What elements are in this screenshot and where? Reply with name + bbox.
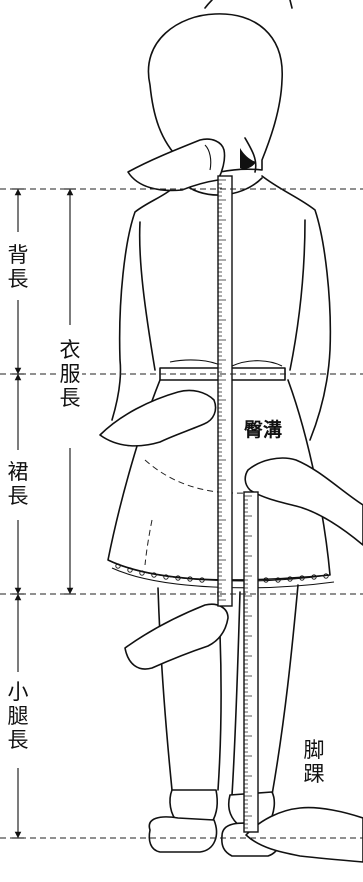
label-skirt-length: 裙長 bbox=[6, 460, 30, 508]
dimension-arrows bbox=[12, 188, 76, 839]
label-calf-length: 小腿長 bbox=[6, 680, 30, 752]
label-ankle: 脚踝 bbox=[303, 738, 325, 786]
measuring-tape-long bbox=[217, 175, 233, 607]
label-back-length: 背長 bbox=[6, 243, 30, 291]
hands bbox=[99, 138, 363, 863]
label-garment-length: 衣服長 bbox=[58, 338, 82, 410]
label-hip-groove: 臀溝 bbox=[244, 419, 283, 441]
measuring-tape-calf bbox=[243, 491, 259, 833]
dress-bodice bbox=[111, 175, 332, 441]
